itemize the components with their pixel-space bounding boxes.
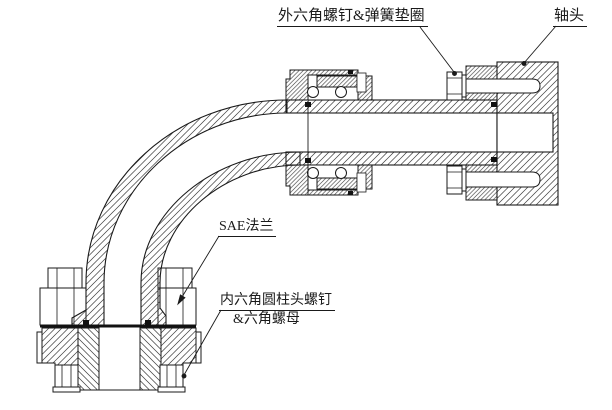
pipe-bottom-wall	[285, 151, 498, 166]
gland-screw-bottom	[356, 172, 367, 193]
sleeve-bottom-lower	[465, 186, 498, 201]
clamp-tab-right	[195, 331, 202, 364]
stub-wall-left	[77, 327, 100, 391]
split-clamp	[36, 327, 202, 393]
seal-bottom	[348, 191, 353, 195]
leader-dot	[521, 61, 527, 66]
sleeve-top-lower	[465, 92, 498, 101]
bearing-ball	[307, 86, 319, 98]
sleeve-bottom-upper	[465, 164, 498, 173]
callout-shaft-head: 轴头	[553, 8, 588, 28]
pipe-top-wall	[285, 99, 498, 114]
leader-dot	[452, 71, 457, 76]
hex-bolts	[446, 71, 541, 195]
stub-wall-right	[139, 327, 162, 391]
hex-nut-left	[54, 364, 79, 388]
clamp-right	[160, 327, 197, 366]
face-oring-top	[491, 102, 497, 107]
leader-shaft-head	[523, 25, 557, 64]
swivel-housing-bottom	[285, 164, 373, 196]
spring-washer-top	[461, 74, 467, 98]
leader-lines	[177, 25, 557, 379]
clamp-left	[41, 327, 79, 366]
bolt-head-facets-bottom	[447, 171, 462, 189]
flange-oring-left	[83, 320, 89, 325]
nut-washer-left	[52, 386, 81, 393]
leader-sae-flange	[178, 235, 220, 303]
bearing-ball	[335, 167, 347, 179]
screw-shank-lines	[56, 268, 184, 325]
bolt-head-facets-top	[447, 77, 462, 95]
nut-facet-lines	[61, 365, 177, 387]
spigot-oring-top	[305, 102, 311, 107]
leader-cap-screw	[183, 309, 222, 376]
bolt-shank-bottom	[465, 171, 541, 188]
sleeve-top-upper	[465, 65, 498, 80]
callout-bolt-washer: 外六角螺钉&弹簧垫圈	[277, 8, 428, 28]
spigot-oring-bottom	[305, 158, 311, 163]
bearing-race-top	[316, 75, 358, 88]
spring-washer-bottom	[461, 168, 467, 192]
bolt-head-bottom	[446, 165, 463, 195]
leader-bolt-washer	[419, 26, 455, 73]
elbow-pipe	[71, 99, 498, 327]
cap-screw-head-right	[157, 267, 193, 289]
bearing-race-bottom	[316, 177, 358, 190]
bearing-ball	[335, 86, 347, 98]
gland-screw-top	[356, 72, 367, 93]
bolt-head-top	[446, 71, 463, 101]
flange-split-line	[40, 324, 196, 328]
hex-nut-right	[159, 364, 184, 388]
cap-screw-head-left	[47, 267, 83, 289]
clamp-tab-left	[36, 331, 43, 364]
leader-dot	[181, 373, 187, 379]
nut-washer-right	[157, 386, 186, 393]
leader-arrow	[177, 294, 186, 306]
bearing-ball	[307, 167, 319, 179]
callout-sae-flange: SAE法兰	[218, 219, 277, 238]
callout-hex-nut: &六角螺母	[233, 312, 300, 327]
callout-cap-screw: 内六角圆柱头螺钉	[219, 293, 335, 312]
elbow-inner-wall	[140, 151, 301, 327]
face-oring-bottom	[491, 157, 497, 162]
flange-oring-right	[145, 320, 151, 325]
swivel-housing-top	[285, 69, 373, 101]
bolt-shank-top	[465, 78, 541, 94]
bore-socket	[496, 112, 554, 153]
seal-top	[348, 70, 353, 74]
elbow-outer-wall	[71, 99, 288, 327]
